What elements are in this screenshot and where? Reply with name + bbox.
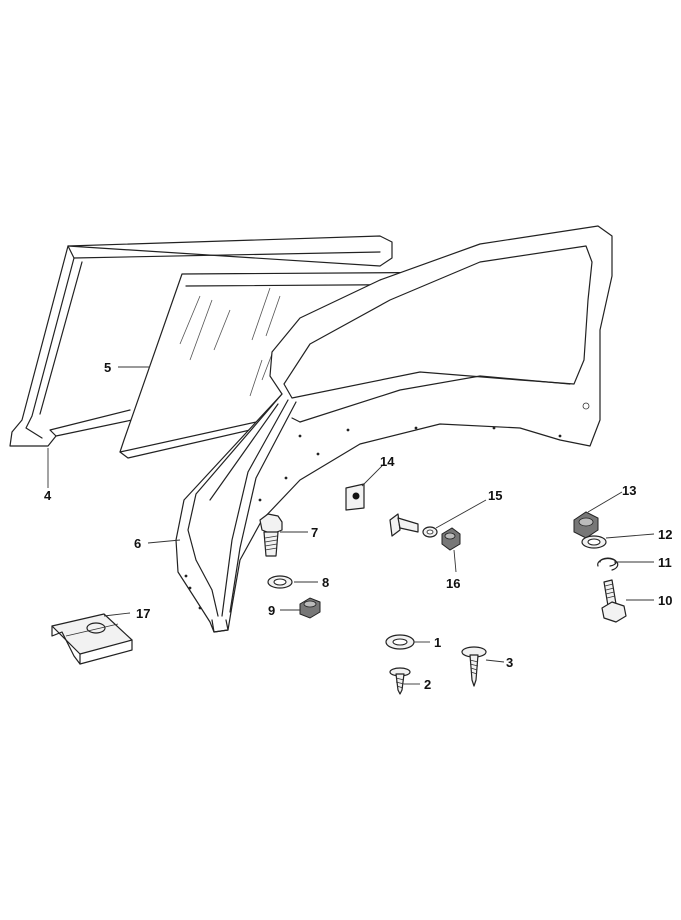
callout-16[interactable]: 16: [446, 576, 460, 591]
callout-5[interactable]: 5: [104, 360, 111, 375]
callout-8[interactable]: 8: [322, 575, 329, 590]
callout-1[interactable]: 1: [434, 635, 441, 650]
part-10-bolt[interactable]: [601, 579, 627, 623]
part-15-16-stud-assembly[interactable]: [389, 513, 461, 551]
part-3-screw[interactable]: [461, 646, 487, 687]
callout-12[interactable]: 12: [658, 527, 672, 542]
part-1-washer[interactable]: [385, 634, 415, 650]
callout-labels: 1 2 3 4 5 6 7 8 9 10 11 12 13 14 15 16 1…: [44, 360, 672, 692]
callout-3[interactable]: 3: [506, 655, 513, 670]
part-17-clip[interactable]: [51, 613, 133, 665]
callout-10[interactable]: 10: [658, 593, 672, 608]
part-11-spring-washer[interactable]: [597, 557, 619, 571]
part-13-nut[interactable]: [573, 511, 599, 539]
callout-14[interactable]: 14: [380, 454, 395, 469]
part-14-pad[interactable]: [345, 483, 365, 511]
part-6-windshield-frame[interactable]: [175, 225, 613, 633]
callout-7[interactable]: 7: [311, 525, 318, 540]
callout-9[interactable]: 9: [268, 603, 275, 618]
callout-15[interactable]: 15: [488, 488, 502, 503]
part-7-bolt[interactable]: [259, 513, 283, 557]
callout-4[interactable]: 4: [44, 488, 52, 503]
leader-lines: [47, 366, 655, 685]
part-2-screw[interactable]: [389, 667, 411, 695]
part-4-seal-frame[interactable]: [9, 235, 393, 447]
part-12-washer[interactable]: [581, 535, 607, 549]
callout-2[interactable]: 2: [424, 677, 431, 692]
part-8-washer[interactable]: [267, 575, 293, 589]
callout-11[interactable]: 11: [658, 555, 672, 570]
callout-17[interactable]: 17: [136, 606, 150, 621]
part-9-nut[interactable]: [299, 597, 321, 619]
callout-13[interactable]: 13: [622, 483, 636, 498]
callout-6[interactable]: 6: [134, 536, 141, 551]
